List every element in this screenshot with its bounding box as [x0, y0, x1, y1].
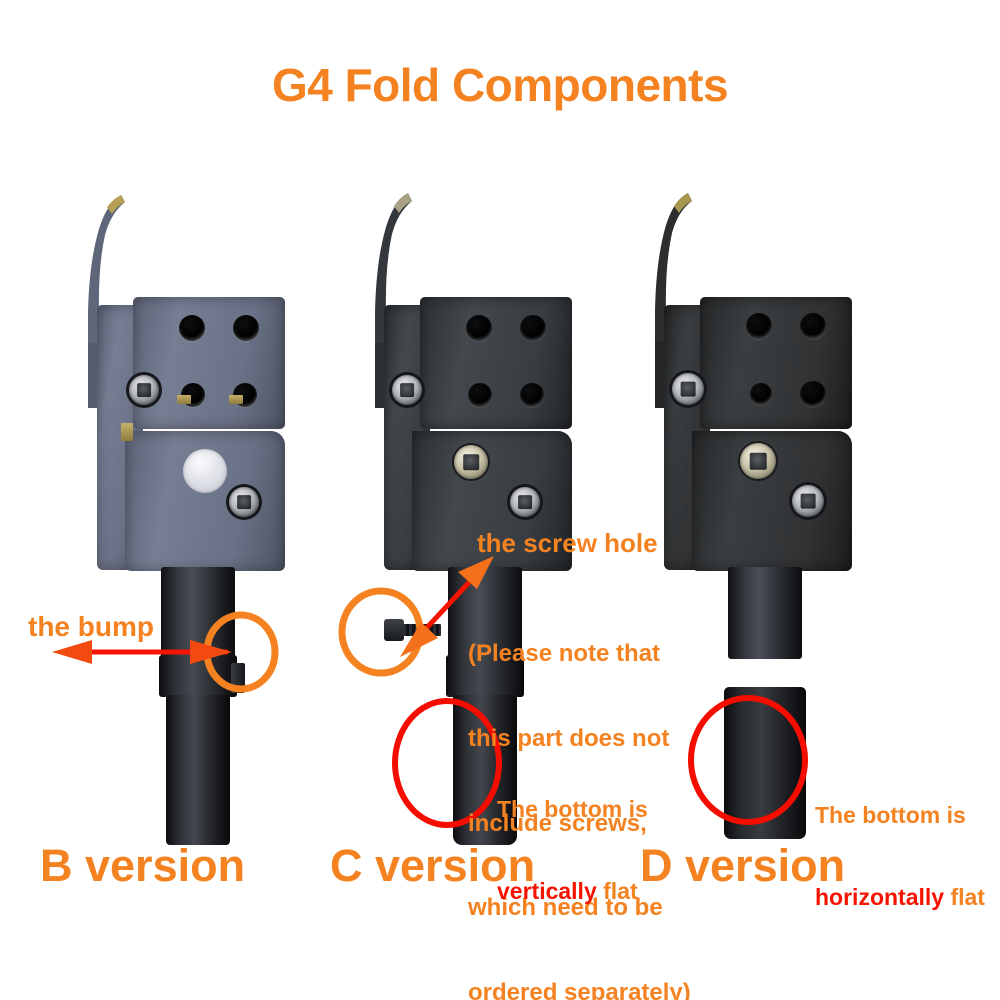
loose-screw	[384, 619, 441, 641]
screw-thread-icon	[403, 624, 441, 636]
bottom-flat-label-d: The bottom is horizontally flat	[815, 748, 985, 965]
flat-label-line1: The bottom is	[815, 802, 966, 829]
body-lower-block	[692, 431, 852, 571]
hex-socket-icon	[237, 495, 251, 509]
hex-socket-icon	[400, 383, 414, 397]
body-lower-block	[412, 431, 572, 571]
stem-tube-b	[133, 567, 273, 857]
mount-hole	[233, 315, 259, 341]
adjust-bolt	[454, 445, 488, 479]
hex-socket-icon	[137, 383, 151, 397]
screw-hole-label: the screw hole	[477, 528, 658, 558]
flat-label-emphasis: vertically	[497, 877, 597, 904]
body-lower-block	[125, 431, 285, 571]
hex-socket-icon	[463, 454, 479, 470]
flat-label-emphasis: horizontally	[815, 883, 945, 910]
note-line: which need to be	[468, 894, 663, 922]
hex-socket-icon	[800, 493, 816, 509]
note-line: this part does not	[468, 724, 670, 752]
body-upper-block	[420, 297, 572, 429]
flat-label-tail: flat	[944, 883, 985, 910]
tube-lower-section	[166, 695, 230, 845]
flat-label-line2: horizontally flat	[815, 884, 985, 911]
mount-hole	[520, 383, 544, 407]
mount-hole	[468, 383, 492, 407]
clamp-bolt	[510, 487, 540, 517]
flat-label-line2: vertically flat	[497, 878, 648, 905]
flat-cap-disc	[183, 449, 227, 493]
tube-upper-section	[728, 567, 802, 659]
mount-hole	[746, 313, 772, 339]
mount-hole	[179, 315, 205, 341]
mount-hole	[520, 315, 546, 341]
body-upper-block	[700, 297, 852, 429]
version-label-c: C version	[330, 840, 536, 891]
bottom-flat-label-c: The bottom is vertically flat	[497, 742, 648, 959]
product-b-version	[25, 185, 325, 845]
tube-collar	[446, 655, 524, 697]
mount-hole	[466, 315, 492, 341]
hex-socket-icon	[749, 452, 767, 470]
clamp-bolt	[792, 485, 824, 517]
pivot-bolt	[129, 375, 159, 405]
note-line: (Please note that	[468, 639, 661, 667]
body-upper-block	[133, 297, 285, 429]
pivot-bolt	[672, 373, 704, 405]
hex-socket-icon	[680, 381, 696, 397]
flat-bottom-blade	[724, 687, 806, 839]
screw-head-icon	[384, 619, 404, 641]
mount-hole	[750, 383, 772, 405]
bump-feature	[231, 663, 245, 693]
tube-upper-section	[161, 567, 235, 659]
note-line: ordered separately)	[468, 979, 691, 1000]
bump-label: the bump	[28, 611, 154, 642]
version-label-b: B version	[40, 840, 246, 891]
adjust-bolt	[740, 443, 776, 479]
flat-label-tail: flat	[596, 877, 638, 904]
hex-socket-icon	[518, 495, 532, 509]
flat-label-line1: The bottom is	[497, 796, 648, 823]
version-label-d: D version	[640, 840, 846, 891]
screw-note-text: (Please note that this part does not inc…	[468, 583, 691, 1000]
brass-insert	[177, 395, 191, 404]
clamp-bolt	[229, 487, 259, 517]
note-line: include screws,	[468, 809, 647, 837]
brass-insert	[229, 395, 243, 404]
page-title: G4 Fold Components	[271, 59, 729, 111]
brass-insert	[121, 423, 133, 441]
pivot-bolt	[392, 375, 422, 405]
mount-hole	[800, 381, 826, 407]
tube-collar	[159, 655, 237, 697]
mount-hole	[800, 313, 826, 339]
